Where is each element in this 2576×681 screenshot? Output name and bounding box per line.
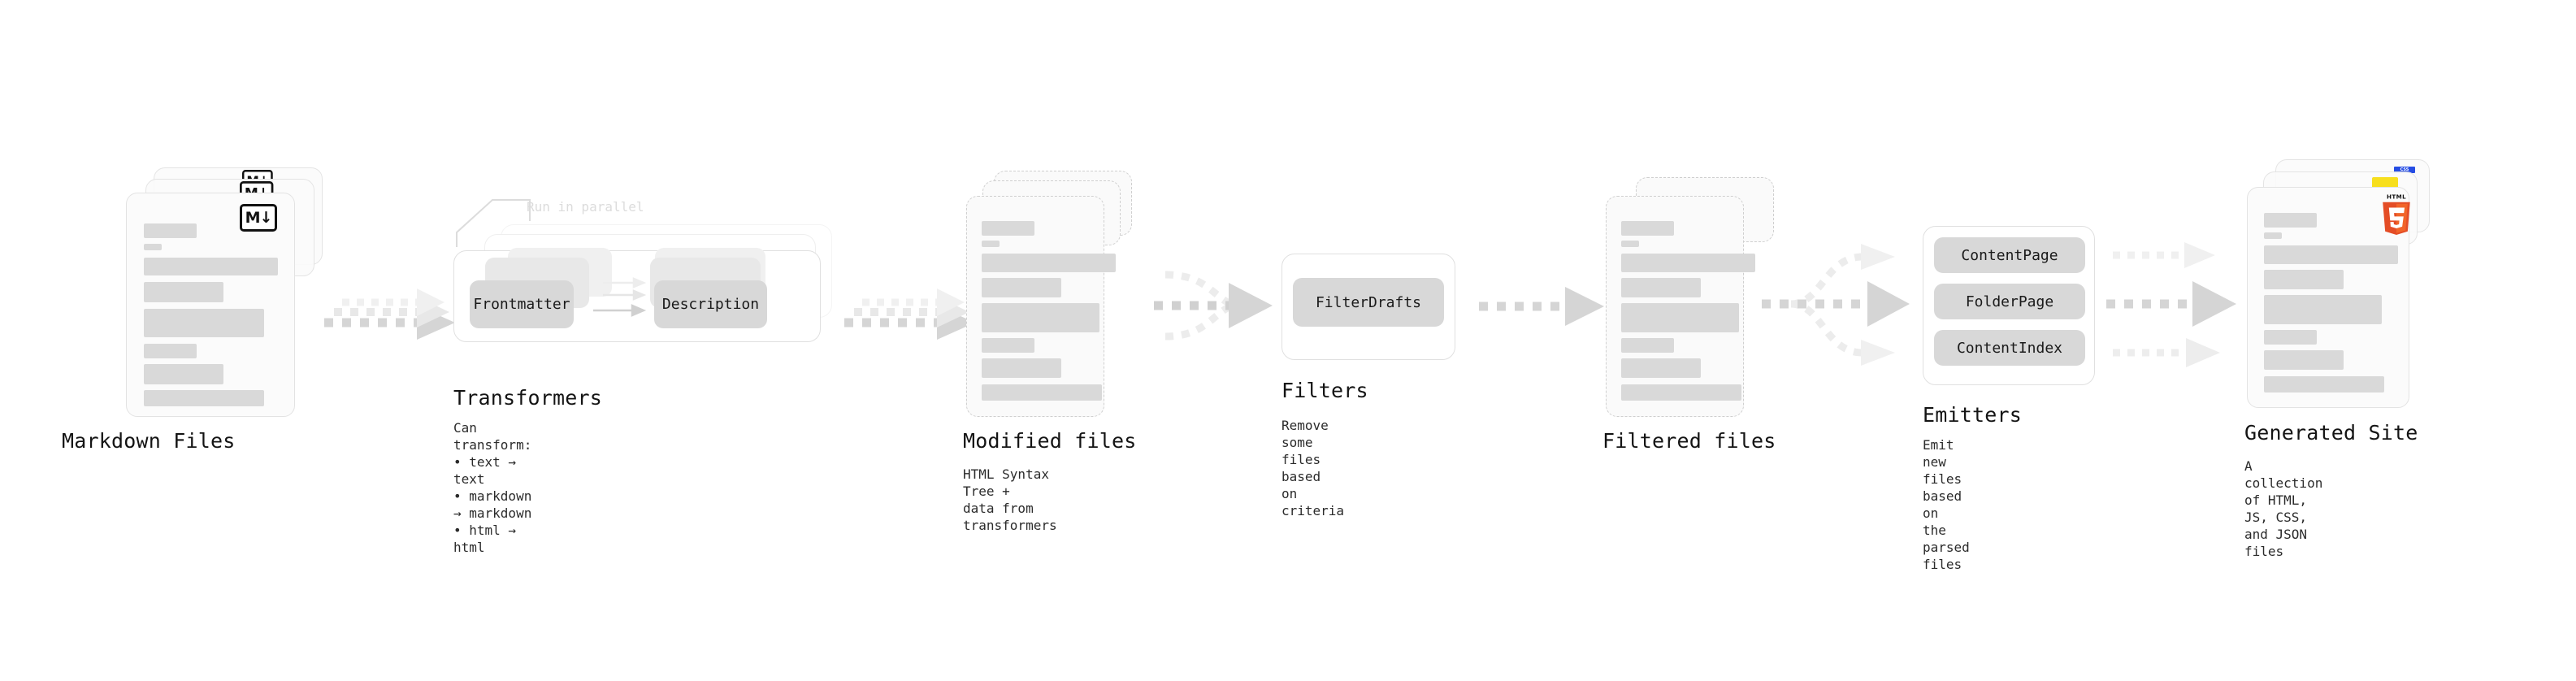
arrow-filters-to-filtered	[1479, 287, 1604, 326]
stage-subtitle-emitters: Emit new files based on the parsed files	[1923, 437, 1970, 572]
skeleton-line	[144, 390, 264, 406]
stage-title-transformers: Transformers	[453, 386, 603, 410]
skeleton-line	[1621, 278, 1701, 297]
skeleton-line	[144, 282, 223, 302]
arrow-emitters-to-site	[2106, 242, 2236, 367]
stage-title-modified-files: Modified files	[963, 429, 1137, 453]
stage-subtitle-transformers: Can transform: • text → text • markdown …	[453, 420, 532, 555]
arrow-filtered-to-emitters	[1762, 244, 1910, 366]
skeleton-line	[1621, 221, 1674, 236]
skeleton-line	[2264, 270, 2344, 289]
skeleton-line	[2264, 330, 2317, 345]
transformer-connector-arrows	[593, 277, 647, 317]
skeleton-line	[1621, 241, 1639, 247]
skeleton-line	[982, 254, 1116, 272]
skeleton-line	[982, 384, 1102, 401]
css-badge-icon: CSS	[2394, 167, 2415, 173]
skeleton-line	[982, 221, 1034, 236]
emitter-node-contentpage[interactable]: ContentPage	[1934, 237, 2085, 273]
stage-subtitle-generated-site: A collection of HTML, JS, CSS, and JSON …	[2244, 458, 2323, 559]
skeleton-line	[144, 223, 197, 238]
filter-node-filterdrafts[interactable]: FilterDrafts	[1293, 278, 1444, 327]
markdown-badge-icon: M↓	[240, 204, 277, 232]
stage-title-filters: Filters	[1281, 379, 1368, 402]
skeleton-line	[2264, 350, 2344, 370]
skeleton-line	[982, 338, 1034, 353]
skeleton-line	[144, 244, 162, 250]
parallel-bracket	[456, 199, 531, 247]
stage-subtitle-modified-files: HTML Syntax Tree + data from transformer…	[963, 466, 1057, 533]
skeleton-line	[2264, 232, 2282, 239]
arrow-modified-to-filters	[1154, 271, 1273, 340]
skeleton-line	[2264, 376, 2384, 393]
skeleton-line	[982, 278, 1061, 297]
skeleton-line	[1621, 303, 1739, 332]
skeleton-line	[144, 309, 264, 337]
skeleton-line	[2264, 213, 2317, 228]
stage-title-emitters: Emitters	[1923, 403, 2023, 427]
svg-text:HTML: HTML	[2387, 193, 2406, 201]
arrow-md-to-transformers	[324, 288, 455, 340]
skeleton-line	[1621, 384, 1741, 401]
skeleton-line	[2264, 245, 2398, 264]
skeleton-line	[982, 358, 1061, 378]
emitter-node-folderpage[interactable]: FolderPage	[1934, 284, 2085, 319]
skeleton-line	[1621, 338, 1674, 353]
stage-title-markdown-files: Markdown Files	[62, 429, 236, 453]
stage-title-filtered-files: Filtered files	[1602, 429, 1776, 453]
stage-title-generated-site: Generated Site	[2244, 421, 2418, 445]
run-in-parallel-label: Run in parallel	[527, 199, 644, 215]
skeleton-line	[982, 303, 1099, 332]
arrow-transformers-to-modified	[844, 288, 975, 340]
skeleton-line	[144, 258, 278, 275]
skeleton-line	[144, 344, 197, 358]
skeleton-line	[1621, 358, 1701, 378]
skeleton-line	[1621, 254, 1755, 272]
skeleton-line	[144, 364, 223, 384]
stage-subtitle-filters: Remove some files based on criteria	[1281, 418, 1345, 518]
html5-badge-icon: HTML	[2383, 193, 2410, 235]
skeleton-line	[2264, 295, 2382, 324]
emitter-node-contentindex[interactable]: ContentIndex	[1934, 330, 2085, 366]
transformer-node-frontmatter[interactable]: Frontmatter	[470, 280, 574, 328]
transformer-node-description[interactable]: Description	[654, 280, 767, 328]
skeleton-line	[982, 241, 1000, 247]
